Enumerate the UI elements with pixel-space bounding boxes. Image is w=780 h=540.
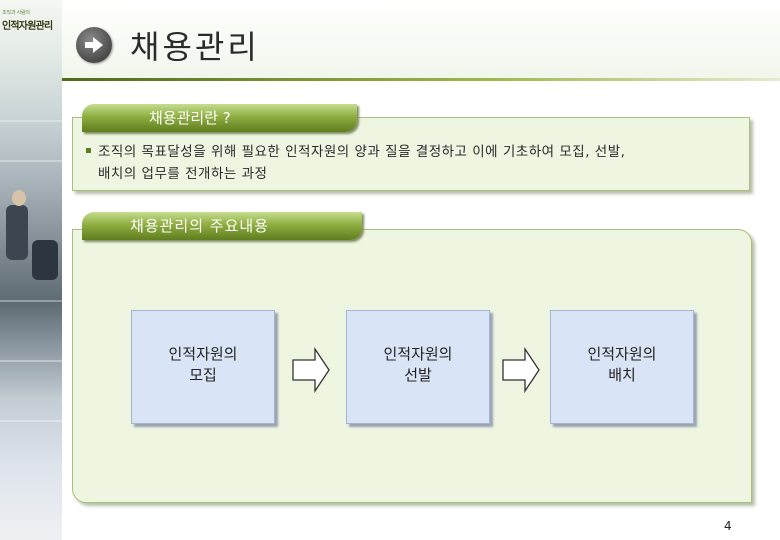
- arrow-right-circle-icon: [76, 27, 112, 63]
- main-content-tab-label: 채용관리의 주요내용: [130, 217, 269, 235]
- side-photo-strip: [0, 0, 62, 540]
- step-line-2: 모집: [189, 366, 217, 384]
- logo: 조직과 사람의 인적자원관리: [2, 10, 62, 32]
- step-selection: 인적자원의 선발: [346, 310, 490, 424]
- step-line-1: 인적자원의: [587, 345, 657, 363]
- flow-arrow-icon: [292, 347, 330, 393]
- step-recruitment: 인적자원의 모집: [131, 310, 275, 424]
- bullet-square-icon: [86, 148, 91, 153]
- step-line-2: 선발: [404, 366, 432, 384]
- definition-text: 조직의 목표달성을 위해 필요한 인적자원의 양과 질을 결정하고 이에 기초하…: [98, 141, 738, 185]
- step-line-2: 배치: [608, 366, 636, 384]
- step-line-1: 인적자원의: [168, 345, 238, 363]
- logo-subtitle: 조직과 사람의: [2, 10, 30, 16]
- definition-line-1: 조직의 목표달성을 위해 필요한 인적자원의 양과 질을 결정하고 이에 기초하…: [98, 144, 626, 160]
- definition-line-2: 배치의 업무를 전개하는 과정: [98, 166, 268, 182]
- definition-tab-label: 채용관리란 ?: [149, 109, 231, 127]
- main-content-tab: 채용관리의 주요내용: [82, 212, 362, 240]
- logo-title: 인적자원관리: [2, 21, 53, 32]
- page-title: 채용관리: [130, 28, 260, 66]
- header-divider: [62, 78, 780, 81]
- header-bar: [62, 0, 780, 80]
- definition-tab: 채용관리란 ?: [82, 104, 357, 132]
- step-placement: 인적자원의 배치: [550, 310, 694, 424]
- flow-arrow-icon: [502, 347, 540, 393]
- page-number: 4: [724, 519, 732, 533]
- step-line-1: 인적자원의: [383, 345, 453, 363]
